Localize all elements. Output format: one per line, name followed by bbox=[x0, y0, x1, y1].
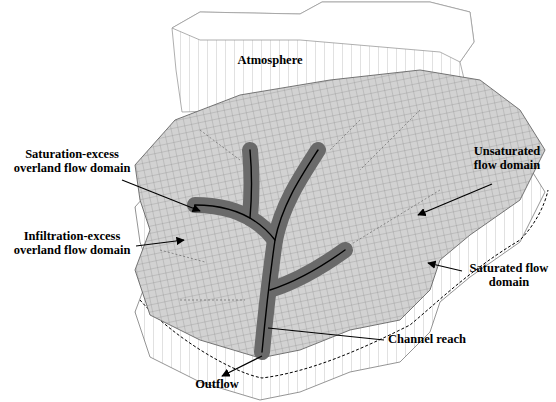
callout-label: Saturation-excess overland flow domain bbox=[8, 148, 136, 176]
channel-network bbox=[195, 150, 345, 352]
callout-label: Channel reach bbox=[388, 333, 488, 347]
callout-label: Outflow bbox=[182, 378, 252, 392]
tributaries bbox=[160, 110, 440, 300]
callout-label: Saturated flow domain bbox=[466, 262, 552, 290]
callout-label: Infiltration-excess overland flow domain bbox=[8, 230, 136, 258]
land-surface bbox=[135, 70, 545, 358]
callout-label: Unsaturated flow domain bbox=[462, 145, 552, 173]
region-label: Atmosphere bbox=[220, 54, 320, 68]
leader-arrows bbox=[122, 180, 492, 376]
